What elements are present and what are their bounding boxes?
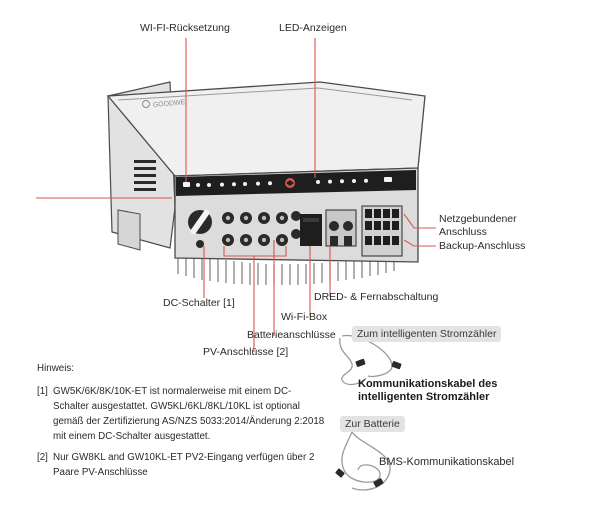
notes-heading: Hinweis: [37,363,75,374]
meter-cable-plug-icon [355,358,402,370]
top-highlight [117,87,413,101]
note-number: [1] [37,386,48,397]
label-grid-connection: Netzgebundener Anschluss [439,213,517,238]
notes-section: Hinweis: [1] GW5K/6K/8K/10K-ET ist norma… [37,361,327,486]
dc-switch [188,209,212,248]
bms-cable-plug-icon [335,468,384,488]
ac-terminal-block [361,205,403,257]
inverter-top [106,81,426,177]
pv-connectors [222,212,288,246]
side-vent [134,160,156,191]
label-led-indicators: LED-Anzeigen [279,22,347,34]
mounting-bracket [117,209,141,251]
pill-to-battery: Zur Batterie [340,416,405,432]
label-dred: DRED- & Fernabschaltung [314,291,439,303]
label-pv-ports: PV-Anschlüsse [2] [203,346,289,358]
note-item: [2] Nur GW8KL and GW10KL-ET PV2-Eingang … [37,450,327,480]
panel-logo-mark [286,180,294,186]
label-backup: Backup-Anschluss [439,240,526,252]
label-dc-switch: DC-Schalter [1] [163,297,235,309]
note-text: Nur GW8KL and GW10KL-ET PV2-Eingang verf… [53,452,315,478]
note-number: [2] [37,452,48,463]
battery-connectors [291,211,301,239]
label-wifi-reset: WI-FI-Rücksetzung [140,22,230,34]
label-bms-cable: BMS-Kommunikationskabel [379,456,515,468]
wifi-box [300,214,322,246]
label-meter-cable: Kommunikationskabel des intelligenten St… [358,378,498,403]
led-indicators [183,177,392,187]
label-battery-ports: Batterieanschlüsse [247,329,336,341]
leader-lines [36,38,436,352]
comm-ports [325,209,357,247]
note-text: GW5K/6K/8K/10K-ET ist normalerweise mit … [53,386,325,442]
label-wifi-box: Wi-Fi-Box [281,311,328,323]
brand-name: GOODWE [153,99,186,109]
bms-cable [341,431,391,491]
note-item: [1] GW5K/6K/8K/10K-ET ist normalerweise … [37,384,327,444]
led-panel [176,170,416,196]
pill-to-smart-meter: Zum intelligenten Stromzähler [352,326,502,342]
brand-logo-icon [142,100,150,108]
